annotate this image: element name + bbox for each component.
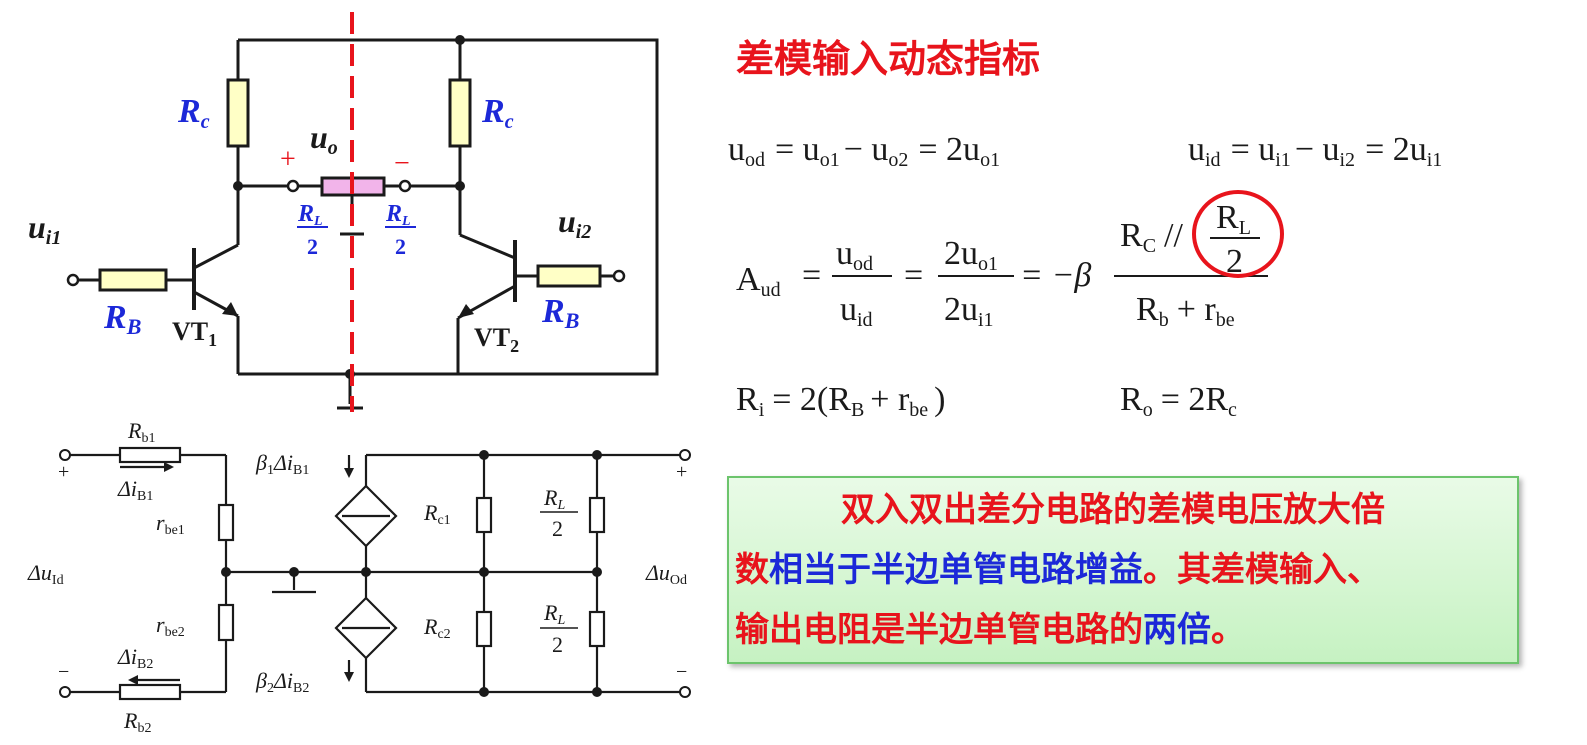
formula-ro: Ro= 2Rc — [1120, 381, 1237, 421]
ui2-label: ui2 — [558, 203, 591, 243]
rc-left-resistor — [226, 78, 250, 148]
input-minus-sign: − — [58, 661, 69, 683]
source2-label: β2ΔiB2 — [255, 668, 309, 696]
rb2-label: Rb2 — [123, 708, 151, 736]
ui1-terminal — [66, 273, 80, 287]
formula-block: uod= uo1− uo2= 2uo1 uid= ui1− ui2= 2ui1 … — [728, 131, 1442, 421]
rl-half-left-label: RL 2 — [297, 201, 328, 259]
svg-text:2: 2 — [307, 234, 318, 259]
vt2-label: VT2 — [474, 323, 519, 356]
svg-text:RL: RL — [297, 201, 323, 229]
rl-half-1-label: RL 2 — [540, 485, 578, 541]
rbe1-label: rbe1 — [156, 510, 185, 538]
rb1-label: Rb1 — [127, 418, 155, 446]
conclusion-text-red: 数 — [735, 550, 769, 590]
conclusion-text-red: 。其差模输入、 — [1143, 550, 1381, 590]
rb-right-label: RB — [541, 293, 579, 333]
svg-text:RL: RL — [543, 485, 565, 513]
formula-aud: Aud = uod uid = 2uo1 2ui1 = −β RC// RL 2… — [736, 199, 1268, 331]
ui1-label: ui1 — [28, 209, 61, 249]
svg-text:=: = — [802, 257, 821, 294]
output-plus-sign: + — [676, 461, 687, 483]
svg-text:2: 2 — [1226, 243, 1243, 280]
svg-text:Aud: Aud — [736, 261, 781, 301]
rc-right-resistor — [448, 78, 472, 148]
outer-rail-wire — [238, 38, 659, 376]
delta-uid-label: ΔuId — [27, 560, 64, 588]
conclusion-line-2: 数相当于半边单管电路增益。其差模输入、 — [735, 542, 1381, 598]
small-signal-equivalent-circuit — [70, 446, 680, 701]
svg-text:2: 2 — [395, 234, 406, 259]
rc-left-label: Rc — [177, 93, 210, 133]
svg-text:= −β: = −β — [1020, 257, 1091, 294]
input-plus-sign: + — [58, 461, 69, 483]
ui2-terminal — [612, 269, 626, 283]
equivalent-circuit-markers — [128, 450, 602, 697]
rb-right-resistor — [536, 264, 602, 288]
rbe2-label: rbe2 — [156, 612, 185, 640]
source1-label: β1ΔiB1 — [255, 450, 309, 478]
delta-ib1-label: ΔiB1 — [117, 476, 153, 504]
vt2-emitter-arrow — [458, 304, 474, 318]
rc1-label: Rc1 — [423, 500, 451, 528]
svg-text:2uo1: 2uo1 — [944, 235, 998, 275]
conclusion-line-1: 双入双出差分电路的差模电压放大倍 — [841, 490, 1385, 530]
formula-uod: uod= uo1− uo2= 2uo1 — [728, 131, 1000, 171]
vt2-collector-leg — [459, 233, 516, 260]
conclusion-text-red: 输出电阻是半边单管电路的 — [735, 610, 1143, 650]
top-junction — [455, 35, 465, 45]
vt1-emitter-arrow — [222, 302, 238, 316]
svg-text:RL: RL — [543, 600, 565, 628]
left-collector-node — [233, 181, 243, 191]
delta-ib2-label: ΔiB2 — [117, 644, 153, 672]
formula-ri: Ri= 2(RB+ rbe) — [736, 381, 946, 421]
output-minus-sign: − — [676, 661, 687, 683]
vt1-label: VT1 — [172, 317, 217, 350]
svg-text:RL: RL — [1216, 199, 1251, 239]
svg-text:=: = — [904, 257, 923, 294]
conclusion-text-blue: 两倍 — [1143, 610, 1211, 650]
svg-text:2: 2 — [552, 516, 563, 541]
svg-text:RC//: RC// — [1120, 217, 1183, 257]
rb-left-label: RB — [103, 299, 141, 339]
rb-left-resistor — [98, 268, 168, 292]
conclusion-line-3: 输出电阻是半边单管电路的两倍。 — [735, 602, 1245, 658]
svg-text:Rb+ rbe: Rb+ rbe — [1136, 291, 1235, 331]
right-collector-node — [455, 181, 465, 191]
conclusion-text-red: 。 — [1211, 610, 1245, 650]
highlight-circle — [1192, 190, 1284, 278]
uo-plus-terminal — [286, 179, 300, 193]
conclusion-panel: 双入双出差分电路的差模电压放大倍 数相当于半边单管电路增益。其差模输入、 输出电… — [727, 476, 1519, 664]
svg-text:2: 2 — [552, 632, 563, 657]
svg-text:RL: RL — [385, 201, 411, 229]
delta-uod-label: ΔuOd — [645, 560, 687, 588]
svg-text:uod: uod — [836, 235, 873, 275]
uo-minus-terminal — [398, 179, 412, 193]
equivalent-circuit-terminals — [59, 449, 691, 698]
uo-plus-sign: + — [280, 144, 296, 175]
vt1-collector-leg — [193, 243, 239, 270]
uo-minus-sign: − — [394, 148, 410, 179]
svg-text:uid: uid — [840, 291, 873, 331]
rl-half-2-label: RL 2 — [540, 600, 578, 657]
uo-label: uo — [310, 119, 338, 159]
formula-uid: uid= ui1− ui2= 2ui1 — [1188, 131, 1442, 171]
rc2-label: Rc2 — [423, 614, 451, 642]
rl-half-right-label: RL 2 — [385, 201, 416, 259]
svg-text:2ui1: 2ui1 — [944, 291, 994, 331]
slide-heading: 差模输入动态指标 — [736, 37, 1040, 81]
rc-right-label: Rc — [481, 93, 514, 133]
conclusion-text-blue: 相当于半边单管电路增益 — [769, 550, 1143, 590]
